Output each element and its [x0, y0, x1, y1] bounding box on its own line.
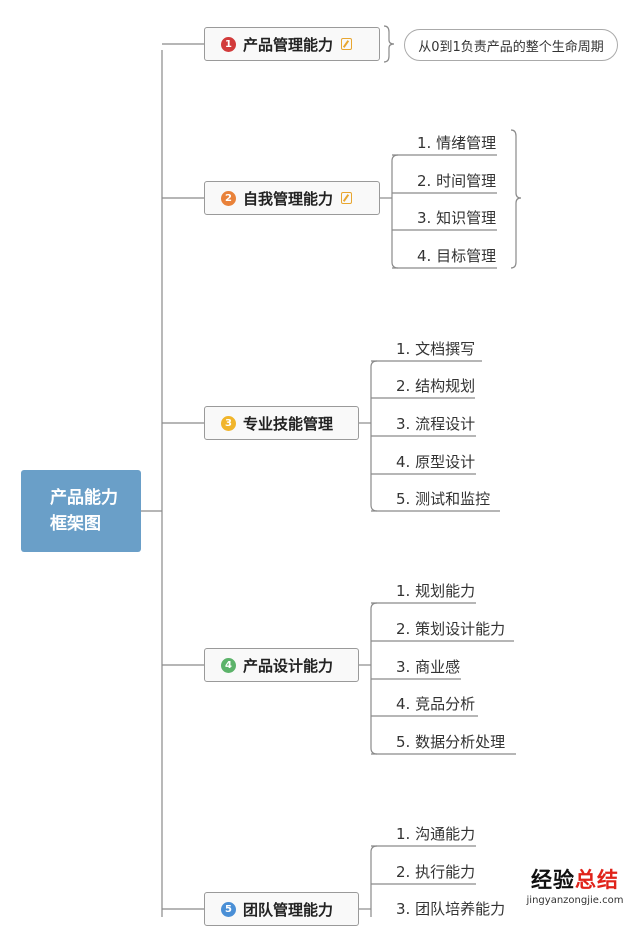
note-callout: 从0到1负责产品的整个生命周期	[404, 29, 618, 61]
number-badge: 2	[221, 190, 236, 206]
leaf-node[interactable]: 4. 原型设计	[396, 453, 476, 471]
number-badge: 3	[221, 415, 236, 431]
branch-node-2[interactable]: 2 自我管理能力	[204, 181, 380, 215]
branch-node-5[interactable]: 5 团队管理能力	[204, 892, 359, 926]
leaf-node[interactable]: 3. 团队培养能力	[396, 900, 506, 918]
leaf-node[interactable]: 2. 执行能力	[396, 863, 476, 881]
branch-label: 产品管理能力	[243, 35, 334, 54]
branch-node-1[interactable]: 1 产品管理能力	[204, 27, 380, 61]
branch2-right-brace	[510, 129, 522, 269]
root-label: 产品能力 框架图	[50, 488, 118, 534]
note-brace	[383, 25, 395, 63]
number-badge: 1	[221, 36, 236, 52]
branch-node-4[interactable]: 4 产品设计能力	[204, 648, 359, 682]
leaf-node[interactable]: 2. 时间管理	[417, 172, 497, 190]
branch4-underlines	[371, 602, 516, 755]
branch-label: 自我管理能力	[243, 189, 334, 208]
leaf-node[interactable]: 2. 策划设计能力	[396, 620, 506, 638]
leaf-node[interactable]: 4. 竞品分析	[396, 695, 476, 713]
branch5-spine	[370, 845, 378, 917]
branch-label: 团队管理能力	[243, 900, 334, 919]
watermark: 经验总结 jingyanzongjie.com	[510, 866, 640, 917]
branch-label: 产品设计能力	[243, 656, 334, 675]
branch-node-3[interactable]: 3 专业技能管理	[204, 406, 359, 440]
leaf-node[interactable]: 3. 流程设计	[396, 415, 476, 433]
branch-label: 专业技能管理	[243, 414, 334, 433]
branch3-underlines	[371, 360, 500, 512]
leaf-node[interactable]: 1. 文档撰写	[396, 340, 476, 358]
leaf-node[interactable]: 3. 知识管理	[417, 209, 497, 227]
branch2-spine	[391, 154, 399, 269]
leaf-node[interactable]: 4. 目标管理	[417, 247, 497, 265]
leaf-node[interactable]: 3. 商业感	[396, 658, 461, 676]
branch2-underlines	[392, 154, 497, 269]
leaf-node[interactable]: 5. 测试和监控	[396, 490, 491, 508]
leaf-node[interactable]: 2. 结构规划	[396, 377, 476, 395]
note-icon[interactable]	[341, 192, 353, 204]
note-icon[interactable]	[341, 38, 353, 50]
root-node[interactable]: 产品能力 框架图	[21, 470, 141, 552]
number-badge: 4	[221, 657, 236, 673]
note-text: 从0到1负责产品的整个生命周期	[418, 39, 604, 55]
number-badge: 5	[221, 901, 236, 917]
leaf-node[interactable]: 5. 数据分析处理	[396, 733, 506, 751]
leaf-node[interactable]: 1. 规划能力	[396, 582, 476, 600]
branch5-underlines	[371, 845, 476, 885]
leaf-node[interactable]: 1. 情绪管理	[417, 134, 497, 152]
leaf-node[interactable]: 1. 沟通能力	[396, 825, 476, 843]
watermark-url: jingyanzongjie.com	[526, 895, 624, 906]
watermark-title: 经验总结	[531, 868, 619, 892]
